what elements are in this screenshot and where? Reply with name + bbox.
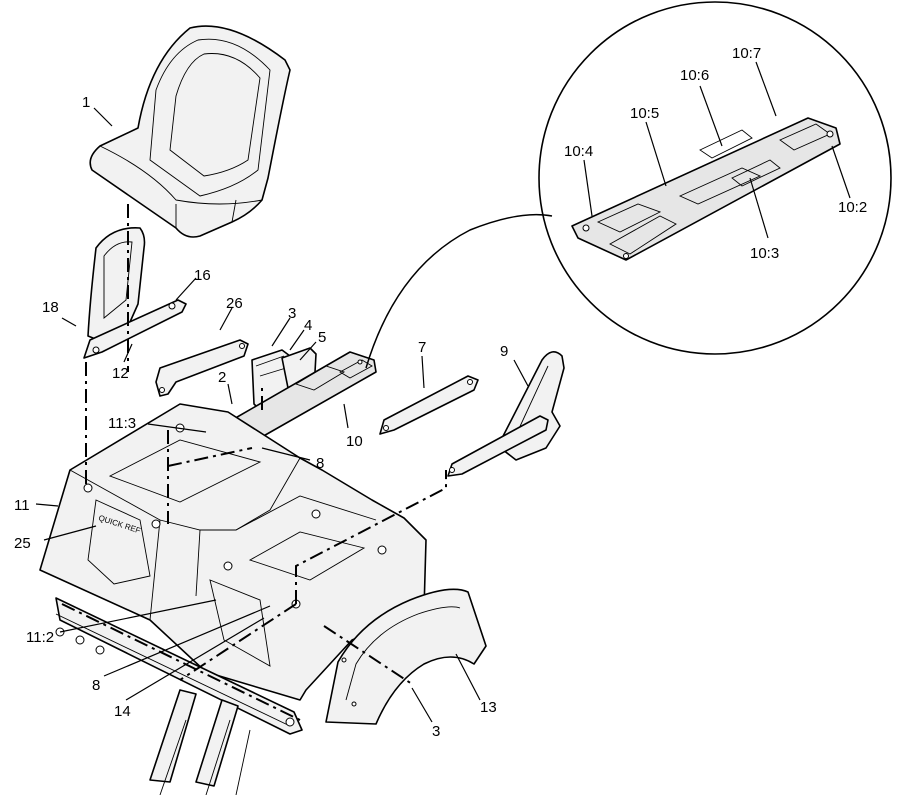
detail-view [365,1,892,369]
callout-5: 5 [318,329,326,346]
callout-10-3: 10:3 [750,245,779,262]
callout-8-bottom: 8 [92,677,100,694]
callout-2: 2 [218,369,226,386]
callout-10-4: 10:4 [564,143,593,160]
callout-9: 9 [500,343,508,360]
callout-26: 26 [226,295,243,312]
callout-13: 13 [480,699,497,716]
bracket-7 [379,375,479,435]
callout-10-2: 10:2 [838,199,867,216]
callout-11: 11 [14,497,30,514]
callout-3-bottom: 3 [432,723,440,740]
callout-10-6: 10:6 [680,67,709,84]
callout-18: 18 [42,299,59,316]
leader-lines [35,61,851,723]
callout-3-top: 3 [288,305,296,322]
callout-11-3: 11:3 [108,415,136,432]
grab-handle [447,351,565,477]
callout-10-5: 10:5 [630,105,659,122]
callout-10: 10 [346,433,363,450]
callout-8-top: 8 [316,455,324,472]
callout-14: 14 [114,703,131,720]
assembly-centerlines [61,204,447,721]
callout-10-7: 10:7 [732,45,761,62]
callout-7: 7 [418,339,426,356]
callout-labels: 1 16 18 12 26 3 4 5 2 7 9 11:3 8 10 11 2… [14,45,867,740]
callout-25: 25 [14,535,31,552]
seat-bracket [83,227,187,359]
seat [89,25,291,238]
callout-16: 16 [194,267,211,284]
callout-4: 4 [304,317,312,334]
callout-12: 12 [112,365,129,382]
bracket-26 [155,339,249,397]
callout-1: 1 [82,94,90,111]
callout-11-2: 11:2 [26,629,54,646]
